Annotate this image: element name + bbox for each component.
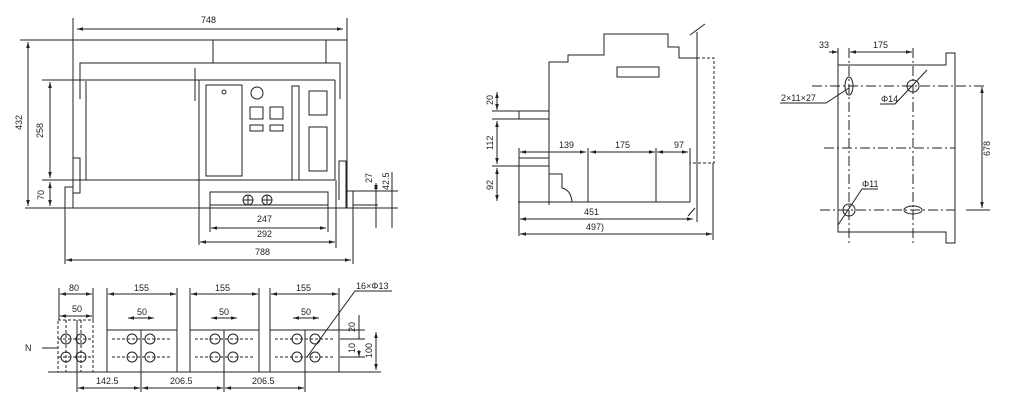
holes-label: 16×Φ13 xyxy=(356,281,388,291)
hole-14-icon xyxy=(906,79,920,93)
mounting-hole-view: 33 175 678 2×11×27 Φ14 Φ11 xyxy=(780,40,992,244)
dim-50: 50 xyxy=(301,307,311,317)
dim-258: 258 xyxy=(35,123,45,138)
dim-155: 155 xyxy=(215,283,230,293)
indicator-circle xyxy=(250,86,264,100)
dim-497: 497) xyxy=(586,222,604,232)
dim-748: 748 xyxy=(201,15,216,25)
dim-292: 292 xyxy=(257,229,272,239)
dim-100: 100 xyxy=(364,343,374,358)
dim-139: 139 xyxy=(559,140,574,150)
terminal-bolt-icon xyxy=(261,194,273,206)
dim-788: 788 xyxy=(255,247,270,257)
dim-175: 175 xyxy=(615,140,630,150)
dim-451: 451 xyxy=(584,207,599,217)
terminal-layout-view: N 80 50 155 155 155 50 50 50 16×Φ13 20 1… xyxy=(25,281,392,392)
slot-hole-icon xyxy=(844,76,854,96)
dim-142-5: 142.5 xyxy=(96,376,119,386)
hole-14-label: Φ14 xyxy=(881,94,898,104)
dim-206-5: 206.5 xyxy=(170,376,193,386)
dim-33: 33 xyxy=(819,40,829,50)
dim-155: 155 xyxy=(296,283,311,293)
terminal-bolt-icon xyxy=(242,194,254,206)
neutral-label: N xyxy=(25,343,32,353)
dim-20: 20 xyxy=(347,322,357,332)
dim-50: 50 xyxy=(219,307,229,317)
slot-label: 2×11×27 xyxy=(781,93,816,103)
hole-11-label: Φ11 xyxy=(862,179,879,189)
dim-112: 112 xyxy=(485,136,495,150)
dim-97: 97 xyxy=(674,140,684,150)
dim-155: 155 xyxy=(134,283,149,293)
nameplate-panel xyxy=(205,84,243,177)
hole-11-icon xyxy=(842,203,856,217)
dim-432: 432 xyxy=(14,115,24,130)
side-view: 20 112 92 139 175 97 451 497) xyxy=(485,23,715,240)
front-view: 748 247 292 788 432 258 70 27 42.5 xyxy=(14,15,398,264)
dim-50: 50 xyxy=(137,307,147,317)
dim-175: 175 xyxy=(873,40,888,50)
dim-42-5: 42.5 xyxy=(381,172,391,190)
neutral-block xyxy=(57,319,94,373)
dim-206-5: 206.5 xyxy=(252,376,275,386)
dim-92: 92 xyxy=(485,180,495,190)
dim-27: 27 xyxy=(364,173,374,183)
dim-50: 50 xyxy=(72,304,82,314)
slot-hole-icon xyxy=(903,205,923,215)
dim-678: 678 xyxy=(982,141,992,156)
dim-247: 247 xyxy=(257,214,272,224)
bolt-holes xyxy=(60,333,321,363)
dim-20: 20 xyxy=(485,95,495,105)
dim-80: 80 xyxy=(69,283,79,293)
dim-70: 70 xyxy=(36,190,46,200)
dim-10: 10 xyxy=(347,343,357,353)
